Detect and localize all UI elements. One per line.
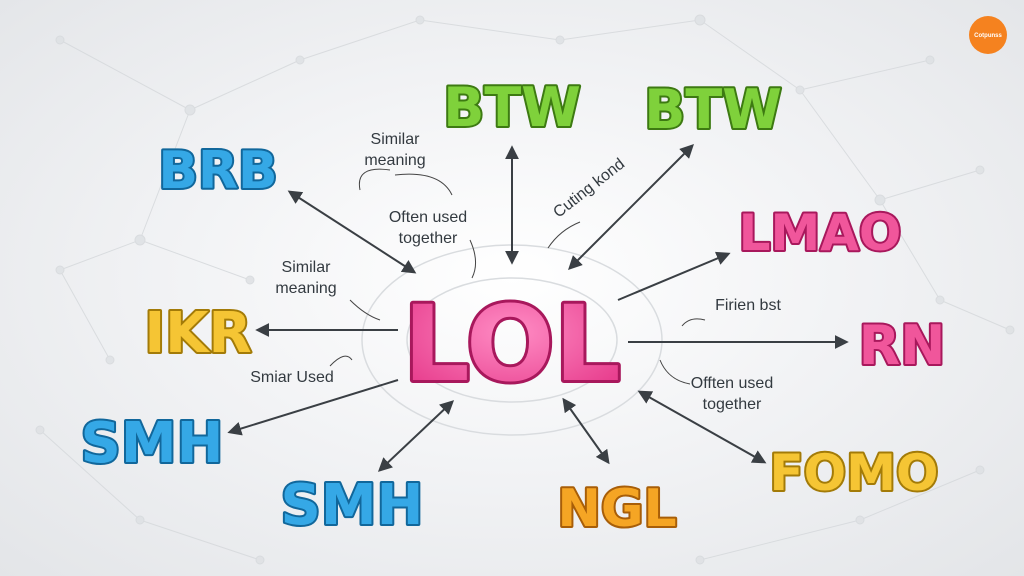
edges <box>227 144 849 472</box>
edge-brb <box>287 190 417 274</box>
edge-fomo <box>637 390 767 464</box>
node-label-smh-1: SMH <box>81 411 224 476</box>
edge-smh-1 <box>227 379 399 436</box>
background-network <box>35 14 1015 565</box>
node-smh-1[interactable]: SMH <box>79 409 226 478</box>
edge-ngl <box>562 397 610 465</box>
annotation-line: Offten used <box>691 375 773 392</box>
node-label-rn: RN <box>859 314 946 377</box>
node-btw-1[interactable]: BTW <box>441 74 583 141</box>
annotation-line: Smiar Used <box>250 369 334 386</box>
annotation-cutting-kond: Cuting kond <box>550 155 628 221</box>
node-fomo[interactable]: FOMO <box>768 442 941 504</box>
annotation-similar-meaning-left: Similar meaning <box>275 259 336 297</box>
node-brb[interactable]: BRB <box>156 139 279 203</box>
node-label-lmao: LMAO <box>739 204 902 262</box>
node-label-smh-2: SMH <box>281 473 424 538</box>
annotation-similar-meaning-top: Similar meaning <box>364 131 425 169</box>
annotation-line: Similar <box>371 131 421 148</box>
node-label-fomo: FOMO <box>770 444 939 502</box>
annotation-friend-bst: Firien bst <box>715 297 781 314</box>
center-label: LOL <box>403 283 620 405</box>
edge-btw-2 <box>568 144 694 270</box>
annotation-line: together <box>703 396 762 413</box>
annotation-line: together <box>399 230 458 247</box>
annotation-line: Similar <box>282 259 332 276</box>
edge-lmao <box>617 251 731 301</box>
annotation-often-used-top: Often used together <box>389 209 467 247</box>
node-ngl[interactable]: NGL <box>555 477 678 541</box>
annotation-line: meaning <box>275 280 336 297</box>
node-label-ikr: IKR <box>144 301 251 366</box>
brand-badge-label: Cotpunss <box>974 33 1002 39</box>
annotation-line: Firien bst <box>715 297 781 314</box>
node-ikr[interactable]: IKR <box>142 299 253 368</box>
center-node[interactable]: LOL <box>400 280 623 408</box>
annotation-line: Often used <box>389 209 467 226</box>
annotation-often-used-right: Offten used together <box>691 375 773 413</box>
node-label-btw-2: BTW <box>644 78 782 141</box>
annotation-curves <box>329 168 706 385</box>
annotation-line: Cuting kond <box>550 155 628 221</box>
node-label-brb: BRB <box>158 141 277 201</box>
annotation-smiar-used: Smiar Used <box>250 369 334 386</box>
node-smh-2[interactable]: SMH <box>279 471 426 540</box>
brand-badge-circle <box>969 16 1007 54</box>
node-label-btw-1: BTW <box>443 76 581 139</box>
annotation-line: meaning <box>364 152 425 169</box>
node-rn[interactable]: RN <box>857 312 948 379</box>
node-label-ngl: NGL <box>557 479 676 539</box>
node-btw-2[interactable]: BTW <box>642 76 784 143</box>
edge-smh-2 <box>377 400 455 472</box>
brand-badge[interactable]: Cotpunss <box>969 16 1007 54</box>
node-lmao[interactable]: LMAO <box>737 202 904 264</box>
